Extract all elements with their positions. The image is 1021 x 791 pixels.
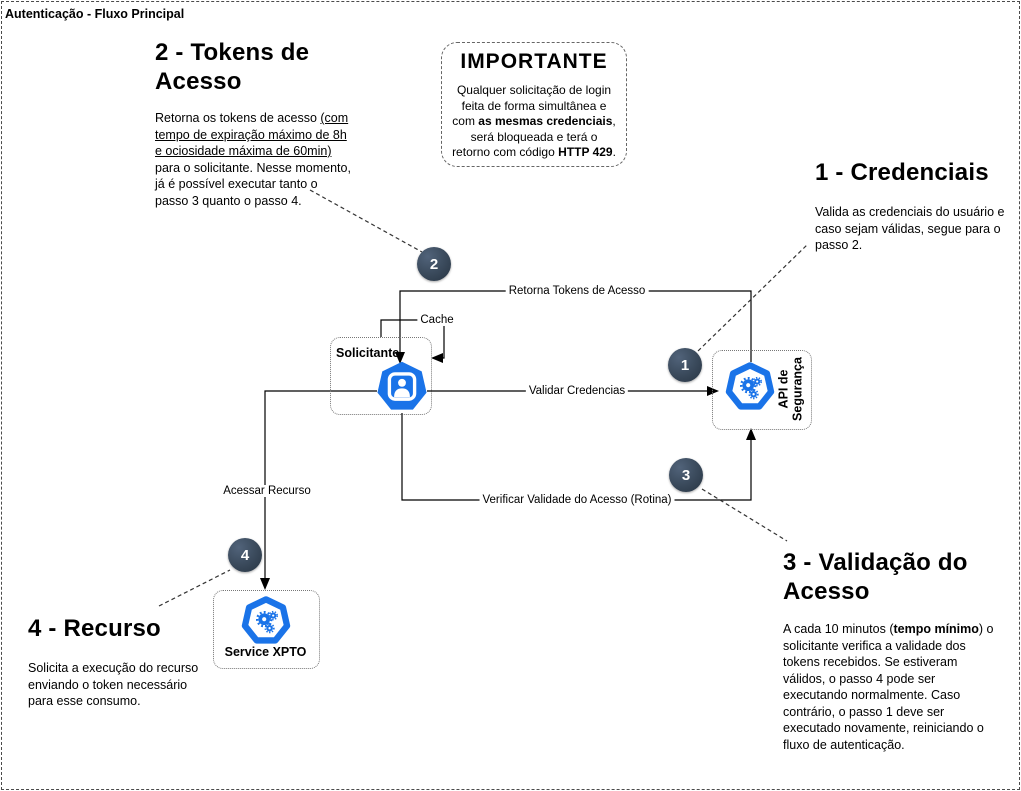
edge-label-retorna: Retorna Tokens de Acesso [505, 285, 649, 297]
node-service-label: Service XPTO [224, 645, 307, 659]
note-validacao-title: 3 - Validação do Acesso [783, 549, 968, 605]
note-tokens-title: 2 - Tokens de Acesso [155, 39, 310, 95]
edge-retorna-arrow [395, 352, 405, 364]
important-title: IMPORTANTE [460, 50, 608, 73]
edge-verificar-arrow [746, 428, 756, 440]
node-solicitante-label: Solicitante [336, 346, 400, 360]
note-tokens-p1: Retorna os tokens de acesso [155, 111, 321, 125]
important-p2: , será bloqueada e terá o retorno com có… [452, 114, 616, 159]
node-api-seguranca [712, 350, 812, 430]
important-callout: IMPORTANTE Qualquer solicitação de login… [441, 42, 627, 167]
important-p1: Qualquer solicitação de login feita de f… [452, 83, 612, 128]
note-tokens-p2: para o solicitante. Nesse momento, já é … [155, 160, 351, 208]
edge-label-verificar: Verificar Validade do Acesso (Rotina) [479, 494, 675, 506]
important-bold-credentials: as mesmas credenciais [478, 114, 613, 128]
edge-acessar-arrow [260, 578, 270, 590]
important-p3: . [612, 145, 616, 159]
edge-acessar-line [264, 390, 377, 583]
edge-validar-arrow [707, 386, 719, 396]
edge-label-validar: Validar Credencias [525, 385, 629, 397]
note-recurso-title: 4 - Recurso [28, 615, 161, 642]
leader-to-badge-4 [158, 569, 231, 607]
step-badge-2: 2 [417, 247, 451, 281]
gears-heptagon-icon [241, 596, 291, 644]
note-validacao-body: A cada 10 minutos (tempo mínimo) o solic… [783, 621, 995, 753]
note-credenciais-title: 1 - Credenciais [815, 159, 989, 186]
note-tokens-body: Retorna os tokens de acesso (com tempo d… [155, 110, 351, 209]
note-tokens-underlined: (com tempo de expiração máximo de 8h e o… [155, 111, 349, 158]
note-credenciais-body: Valida as credenciais do usuário e caso … [815, 205, 1005, 252]
step-badge-4: 4 [228, 538, 262, 572]
leader-to-badge-1 [697, 243, 809, 352]
note-validacao-bold: tempo mínimo [893, 622, 979, 636]
step-badge-3: 3 [669, 458, 703, 492]
node-service-xpto [213, 590, 320, 669]
note-recurso-body: Solicita a execução do recurso enviando … [28, 661, 199, 708]
gears-heptagon-icon [725, 362, 775, 410]
step-badge-1: 1 [668, 348, 702, 382]
node-api-label: API de Segurança [776, 357, 805, 421]
edge-verificar-line [401, 413, 752, 501]
edge-label-acessar: Acessar Recurso [220, 485, 314, 497]
edge-label-cache: Cache [417, 314, 457, 326]
leader-to-badge-2 [309, 189, 423, 253]
important-body: Qualquer solicitação de login feita de f… [450, 83, 618, 161]
leader-to-badge-3 [701, 488, 788, 542]
page-title: Autenticação - Fluxo Principal [5, 7, 185, 21]
important-bold-http429: HTTP 429 [558, 145, 613, 159]
user-heptagon-icon [377, 361, 427, 410]
edge-cache-arrow [431, 353, 443, 363]
note-validacao-p2: ) o solicitante verifica a validade dos … [783, 622, 994, 752]
note-validacao-p1: A cada 10 minutos ( [783, 622, 894, 636]
node-solicitante [330, 337, 432, 415]
